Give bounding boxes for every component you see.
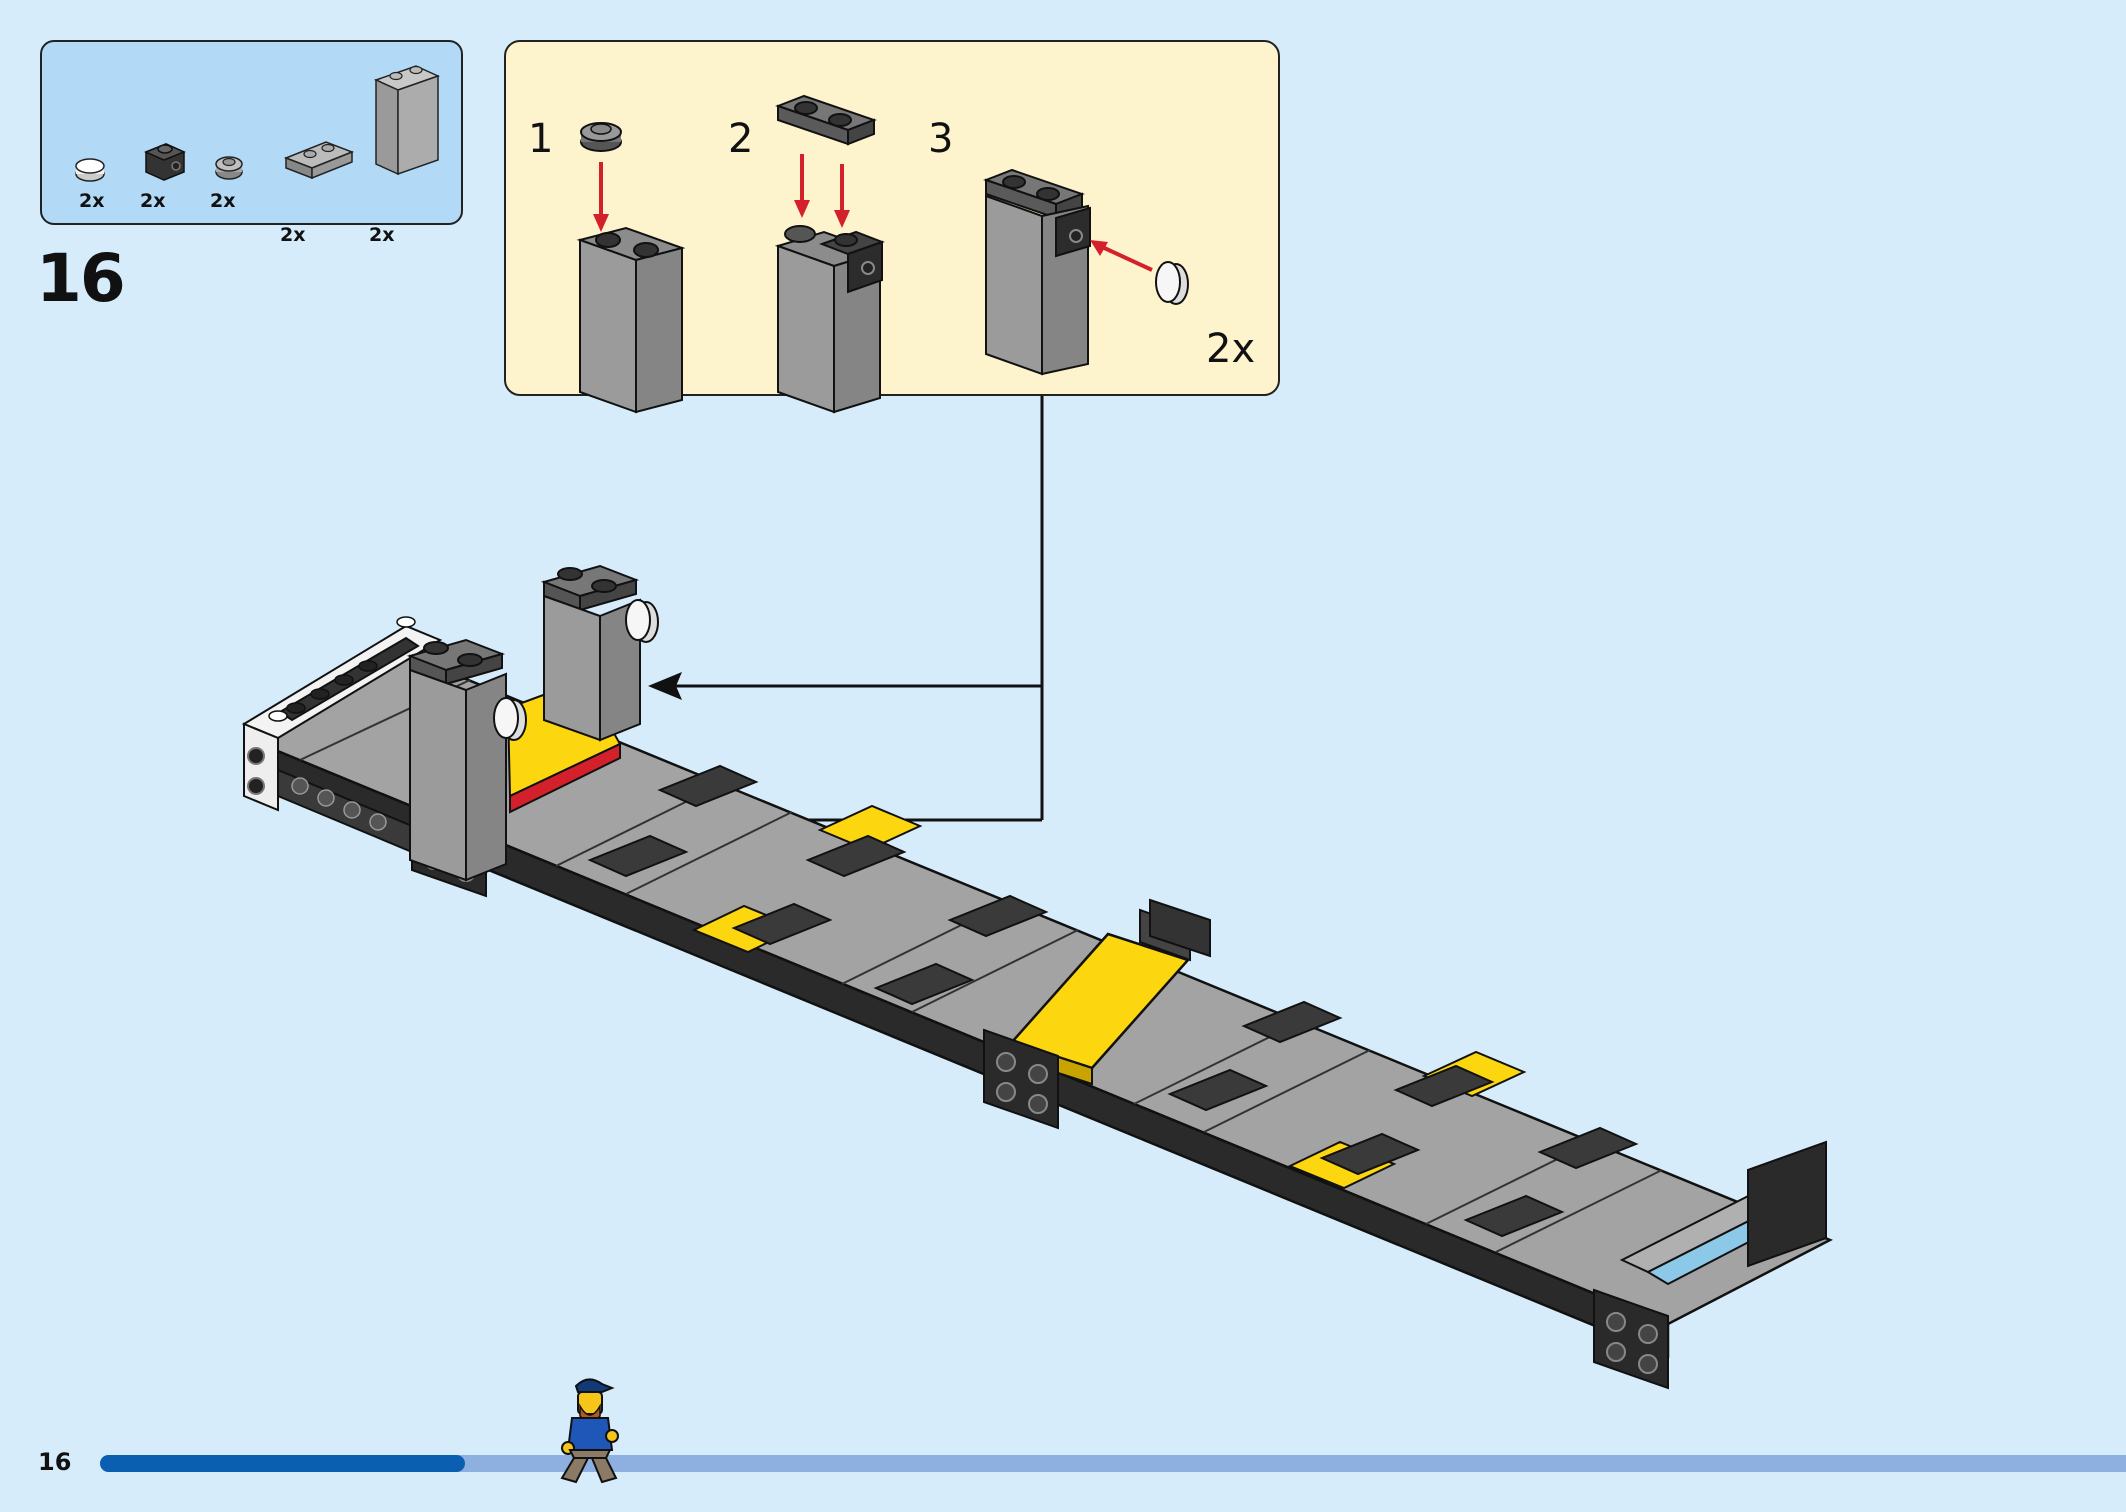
part-quantity: 2x (369, 224, 395, 246)
page-number: 16 (38, 1448, 72, 1476)
substep-number: 3 (928, 116, 954, 162)
part-quantity: 2x (210, 190, 236, 212)
substep-3-assembly-icon (983, 168, 1189, 376)
part-quantity: 2x (140, 190, 166, 212)
callout-multiplier: 2x (1206, 326, 1256, 372)
substep-number: 1 (528, 116, 554, 162)
part-quantity: 2x (79, 190, 105, 212)
bracket-plate-1x1-black-icon (144, 143, 186, 181)
corner-block (1593, 1288, 1669, 1390)
round-plate-1x1-gray-icon (215, 156, 243, 180)
parts-list: 2x 2x 2x 2x (40, 40, 463, 246)
substep-number: 2 (728, 116, 754, 162)
brick-1x2x3-gray-icon (373, 65, 441, 176)
corner-block (983, 1028, 1059, 1130)
substep-1-assembly-icon (576, 122, 686, 414)
new-column-back (540, 564, 659, 742)
progress-bar (100, 1455, 2126, 1472)
plate-1x2-gray-icon (283, 141, 355, 180)
minifigure-progress-marker-icon (560, 1378, 619, 1484)
substep-2-assembly-icon (774, 94, 885, 414)
round-plate-1x1-white-icon (75, 158, 105, 182)
progress-fill (100, 1455, 465, 1472)
part-quantity: 2x (280, 224, 306, 246)
sub-assembly-callout: 1 2 (504, 40, 1280, 414)
new-column-front (406, 638, 527, 882)
step-number: 16 (36, 240, 126, 317)
placement-arrow-upper (648, 672, 682, 700)
